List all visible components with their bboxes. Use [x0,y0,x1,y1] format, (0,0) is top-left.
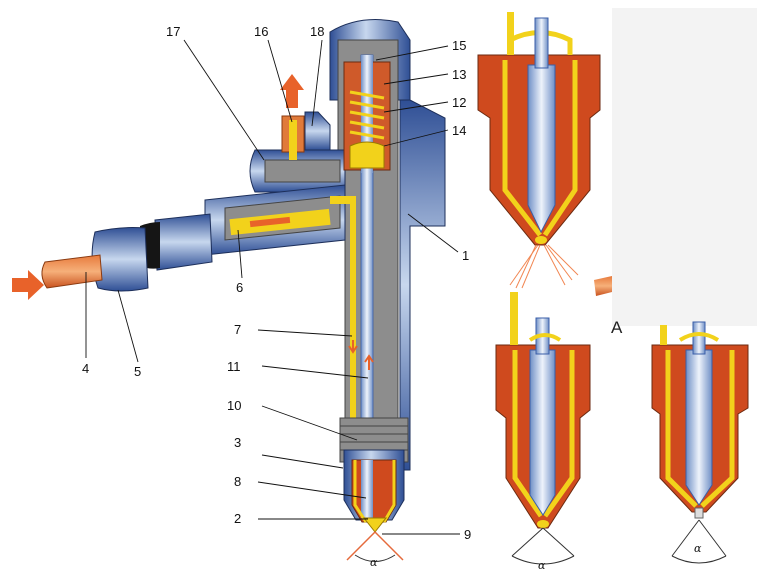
spray-cone [346,531,404,561]
nozzle-open-feed [507,12,514,55]
nozzle-detail-pintle [651,321,749,564]
callout-8: 8 [234,474,241,489]
nozzle-open-channel [502,60,578,237]
callout-17: 17 [166,24,180,39]
return-port-housing [304,111,331,151]
nozzle-detail-open [477,12,601,289]
leak-off-arrow [280,74,304,108]
nozzle-closed-feed [510,292,518,345]
nozzle-needle [361,460,373,518]
callout-5: 5 [134,364,141,379]
angle-label-closed: α [538,559,546,572]
leader-lines [85,39,460,535]
callout-7: 7 [234,322,241,337]
nozzle-closed-angle-lines [511,527,575,557]
return-channel [289,120,297,160]
spring-seat [349,141,385,169]
nozzle-pintle-feed [660,325,667,345]
fuel-pipe [41,254,103,289]
leak-off-fitting-cut [264,159,341,183]
callout-14: 14 [452,123,466,138]
callout-2: 2 [234,511,241,526]
blank-patch [612,8,757,326]
flow-arrow-down [348,340,358,354]
callout-18: 18 [310,24,324,39]
nozzle-tip [362,517,388,533]
callout-16: 16 [254,24,268,39]
nozzle-pintle-needle [685,349,713,506]
nozzle-pintle-fuel-top [678,332,720,342]
nozzle-open-stem [534,17,549,69]
callout-13: 13 [452,67,466,82]
fuel-inlet-arrow [12,270,44,300]
flow-arrow-up [364,354,374,370]
callout-3: 3 [234,435,241,450]
angle-label-pintle: α [694,542,702,555]
pintle-tip [694,507,704,519]
callout-4: 4 [82,361,89,376]
callout-6: 6 [236,280,243,295]
nozzle-closed-needle [529,349,556,516]
pipe-fragment [594,276,612,296]
nozzle-pintle-angle-arc [671,555,727,564]
nozzle-closed-fuel-top [528,333,562,342]
callout-9: 9 [464,527,471,542]
callout-10: 10 [227,398,241,413]
fuel-spray-pattern [509,244,579,289]
nozzle-pintle-angle-lines [671,519,727,557]
nozzle-fuel-channel [353,460,396,523]
stray-letter: A [611,318,623,337]
union-sleeve [154,213,213,271]
nozzle-open-tip [535,236,547,244]
angle-label-main: α [370,556,378,569]
compression-spring [349,90,385,140]
nozzle-closed-angle-arc [511,555,575,565]
callout-11: 11 [227,359,241,374]
fuel-passage [330,196,356,420]
nozzle-detail-closed [495,292,591,565]
injector-main [41,19,446,562]
callout-15: 15 [452,38,466,53]
nozzle-pintle-stem [692,321,706,355]
callout-12: 12 [452,95,466,110]
inlet-filter-core [249,216,291,228]
nozzle-pintle-channel [665,350,735,508]
callout-1: 1 [462,248,469,263]
nozzle-closed-channel [512,350,575,518]
spray-angle-arc [354,554,396,562]
nozzle-open-needle [527,64,556,234]
nozzle-closed-tip [537,520,549,528]
